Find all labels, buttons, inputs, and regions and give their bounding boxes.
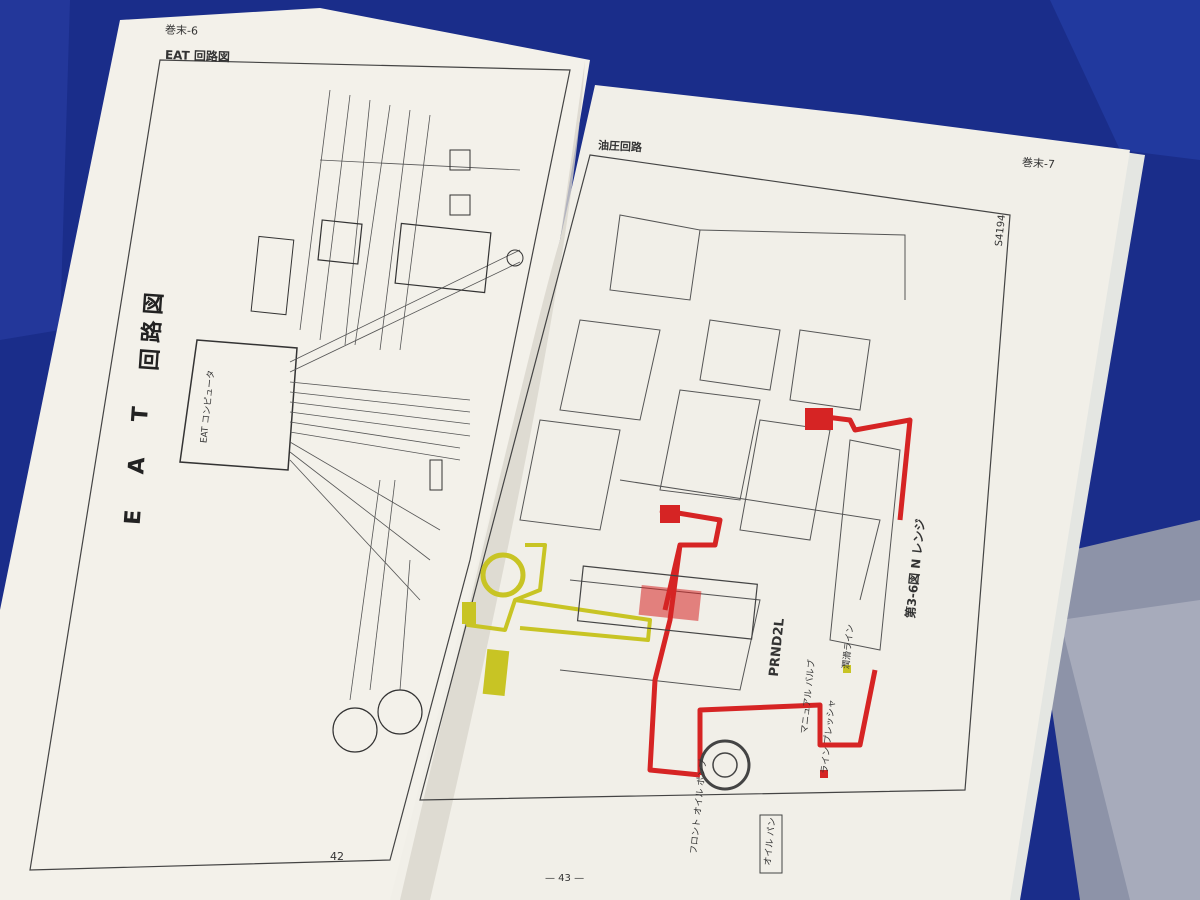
big-title: E A T 回路図 [7,286,273,526]
right-header-left: 油圧回路 [597,138,643,155]
oil-pump [699,739,751,791]
legend-swatch-lube [843,665,851,673]
left-header: 巻末-6 [164,23,199,38]
left-page-number: 42 [330,850,344,863]
right-page [390,85,1130,900]
left-section-title: EAT 回路図 [164,47,231,65]
eat-computer-box [179,339,298,471]
right-page-number: — 43 — [545,873,585,884]
left-page [0,8,590,900]
right-header-right: 巻末-7 [1021,155,1056,172]
legend-swatch-line [820,770,828,778]
